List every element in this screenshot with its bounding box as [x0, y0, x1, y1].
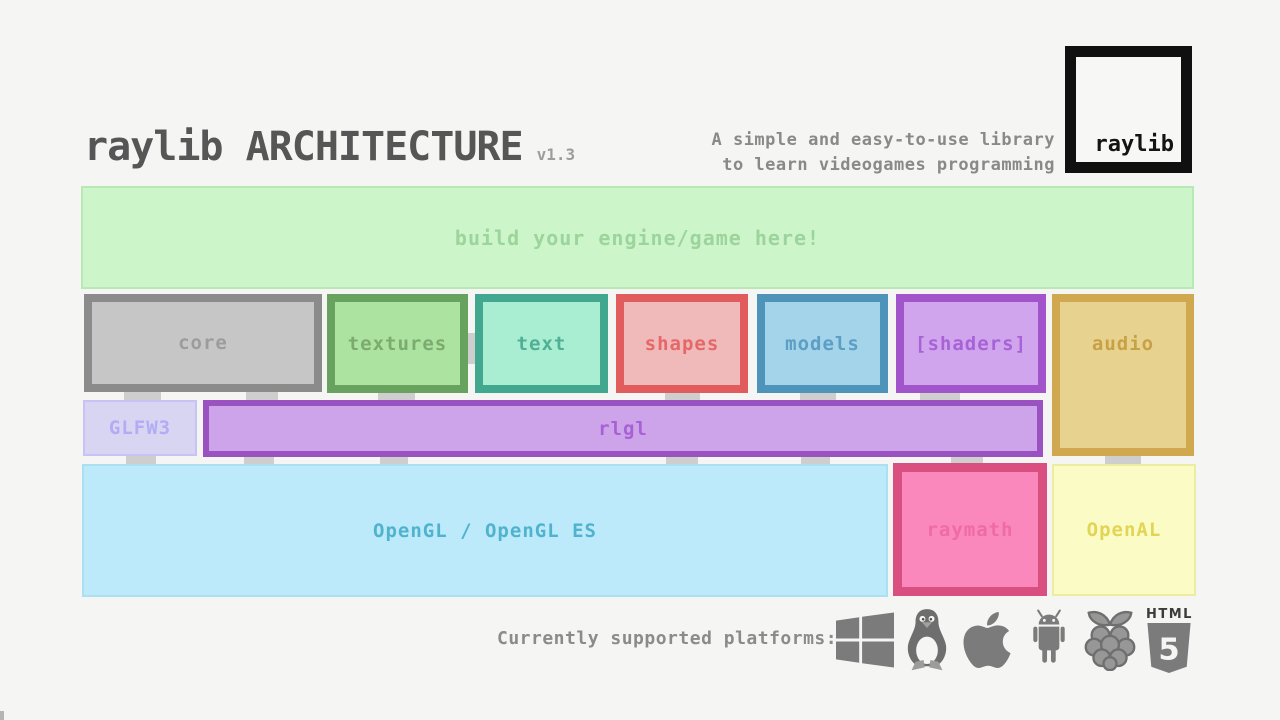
- module-box-core: core: [84, 294, 322, 392]
- screen-edge-artifact: [0, 711, 4, 720]
- layer-label-rlgl: rlgl: [598, 417, 648, 440]
- engine-banner-label: build your engine/game here!: [454, 225, 821, 250]
- connector-rlgl-raymath: [951, 456, 983, 465]
- connector: [244, 456, 274, 465]
- module-box-textures: textures: [327, 294, 468, 393]
- connector: [666, 456, 698, 465]
- tagline: A simple and easy-to-use library to lear…: [711, 128, 1055, 178]
- module-box-shapes: shapes: [616, 294, 748, 393]
- module-label-text: text: [516, 332, 567, 355]
- layer-box-openal: OpenAL: [1052, 464, 1196, 596]
- module-label-models: models: [785, 332, 860, 355]
- module-label-textures: textures: [347, 332, 448, 355]
- engine-banner: build your engine/game here!: [81, 186, 1194, 289]
- module-box-text: text: [475, 294, 608, 393]
- layer-label-glfw3: GLFW3: [108, 417, 172, 439]
- connector: [378, 392, 415, 401]
- svg-text:5: 5: [1159, 632, 1180, 667]
- layer-box-raymath: raymath: [893, 463, 1047, 596]
- layer-box-rlgl: rlgl: [203, 400, 1043, 457]
- connector-textures-text: [466, 333, 475, 364]
- platforms-label: Currently supported platforms:: [497, 628, 838, 649]
- platform-icons: HTML 5: [836, 602, 1193, 678]
- connector: [920, 392, 960, 401]
- layer-label-openal: OpenAL: [1086, 519, 1162, 541]
- html5-word: HTML: [1146, 606, 1193, 622]
- layer-label-raymath: raymath: [926, 518, 1014, 541]
- tagline-line2: to learn videogames programming: [722, 155, 1055, 175]
- raylib-logo-text: raylib: [1094, 132, 1174, 157]
- connector: [801, 456, 830, 465]
- layer-box-opengl: OpenGL / OpenGL ES: [82, 464, 888, 597]
- raspberry-pi-icon: [1084, 609, 1136, 671]
- module-box-shaders: [shaders]: [896, 294, 1046, 393]
- connector: [665, 392, 700, 401]
- module-label-shapes: shapes: [644, 332, 720, 355]
- connector: [800, 392, 836, 401]
- title-text: raylib ARCHITECTURE: [84, 124, 524, 170]
- connector: [246, 392, 278, 401]
- connector-audio-openal: [1105, 455, 1141, 465]
- raylib-logo: raylib: [1065, 46, 1192, 173]
- connector: [124, 392, 161, 401]
- layer-label-opengl: OpenGL / OpenGL ES: [373, 519, 597, 542]
- module-label-core: core: [178, 332, 228, 354]
- module-box-audio: audio: [1052, 294, 1194, 456]
- connector: [380, 456, 408, 465]
- module-label-audio: audio: [1091, 333, 1155, 355]
- linux-tux-icon: [904, 608, 950, 672]
- apple-icon: [960, 608, 1014, 672]
- tagline-line1: A simple and easy-to-use library: [711, 130, 1055, 150]
- html5-icon: HTML 5: [1146, 608, 1193, 673]
- module-box-models: models: [757, 294, 888, 393]
- version-badge: v1.3: [536, 145, 576, 164]
- windows-icon: [836, 611, 894, 669]
- layer-box-glfw3: GLFW3: [83, 400, 197, 456]
- module-label-shaders: [shaders]: [915, 332, 1027, 355]
- page-title: raylib ARCHITECTURE v1.3: [84, 124, 575, 170]
- android-icon: [1024, 609, 1074, 671]
- connector: [126, 456, 156, 465]
